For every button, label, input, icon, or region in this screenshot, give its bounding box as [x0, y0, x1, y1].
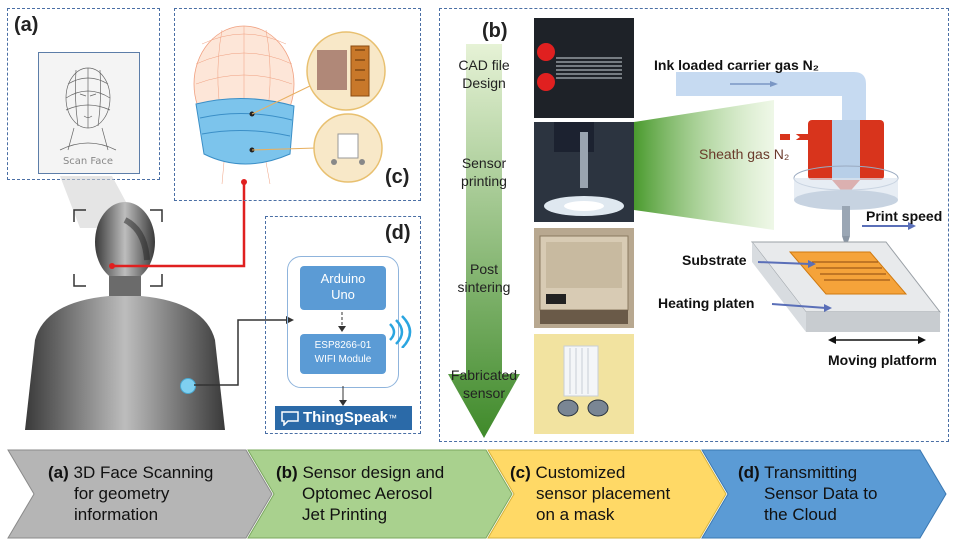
arduino-uno-box: Arduino Uno: [300, 266, 386, 310]
arduino-line1: Arduino: [320, 271, 366, 286]
workflow-step-a: (a) 3D Face Scanning for geometry inform…: [48, 462, 248, 525]
workflow-b-line3: Jet Printing: [302, 505, 388, 524]
head-with-mask-illustration: [193, 25, 317, 185]
panel-c-frame: [174, 8, 421, 201]
panel-d-frame: [265, 216, 421, 434]
workflow-b-line1: Sensor design and: [302, 463, 445, 482]
heating-platen-label: Heating platen: [658, 295, 755, 311]
step3-line1: Post: [469, 261, 498, 277]
step-fabricated-sensor: Fabricated sensor: [445, 366, 523, 402]
panel-b-frame: [439, 8, 949, 442]
workflow-a-line2: for geometry: [74, 484, 170, 503]
printer-zoom-beam: [634, 100, 774, 230]
scan-bracket-frame: [73, 209, 163, 287]
workflow-a-line1: 3D Face Scanning: [73, 463, 214, 482]
panel-d-label: (d): [385, 222, 411, 244]
print-speed-label: Print speed: [866, 208, 943, 224]
workflow-b-line2: Optomec Aerosol: [302, 484, 433, 503]
chevron-c: [487, 449, 727, 539]
workflow-step-c: (c) Customized sensor placement on a mas…: [510, 462, 700, 525]
chevron-b: [247, 449, 513, 539]
chat-bubble-icon: [281, 411, 299, 426]
sintering-oven-photo: [534, 228, 634, 328]
substrate-label: Substrate: [682, 252, 747, 268]
step1-line2: Design: [462, 75, 506, 91]
workflow-d-tag: (d): [738, 463, 760, 482]
sensor-patch-closeup: [313, 113, 383, 183]
workflow-d-line3: the Cloud: [764, 505, 837, 524]
workflow-c-tag: (c): [510, 463, 531, 482]
thingspeak-badge: ThingSpeak™: [275, 406, 412, 430]
cad-design-image: [534, 18, 634, 118]
step2-line1: Sensor: [461, 155, 507, 171]
ink-carrier-gas-label: Ink loaded carrier gas N₂: [654, 57, 819, 73]
workflow-chevrons: [7, 449, 947, 539]
aerosol-jet-schematic: [676, 72, 942, 344]
panel-c-label: (c): [385, 166, 410, 188]
wrist-sensor-dot: [180, 378, 196, 394]
workflow-a-tag: (a): [48, 463, 69, 482]
workflow-b-tag: (b): [276, 463, 298, 482]
human-body-figure: [25, 202, 225, 430]
wifi-signal-icon: [389, 315, 412, 348]
thingspeak-name: ThingSpeak: [303, 409, 389, 426]
scan-face-screen: [38, 52, 140, 174]
workflow-c-line3: on a mask: [536, 505, 615, 524]
printing-photo: [534, 122, 634, 222]
step-post-sintering: Post sintering: [445, 260, 523, 296]
esp-line1: ESP8266-01: [314, 340, 372, 351]
process-flow-arrow: [448, 44, 520, 438]
esp8266-module-box: ESP8266-01 WIFI Module: [300, 334, 386, 374]
step2-line2: printing: [461, 173, 507, 189]
arrow-down-to-cloud: [339, 386, 347, 406]
wireframe-face-icon: [59, 67, 117, 151]
workflow-step-b: (b) Sensor design and Optomec Aerosol Je…: [276, 462, 486, 525]
workflow-d-line2: Sensor Data to: [764, 484, 878, 503]
step1-line1: CAD file: [458, 57, 510, 73]
step3-line2: sintering: [457, 279, 511, 295]
scan-face-caption: Scan Face: [62, 156, 114, 167]
sensor-on-face-closeup: [306, 31, 386, 111]
step-sensor-printing: Sensor printing: [445, 154, 523, 190]
arduino-line2: Uno: [331, 287, 355, 302]
step4-line2: sensor: [462, 385, 506, 401]
thingspeak-tm: ™: [388, 413, 398, 423]
sheath-gas-label: Sheath gas N₂: [699, 146, 790, 162]
workflow-a-line3: information: [74, 505, 159, 524]
chevron-a: [7, 449, 273, 539]
panel-a-label: (a): [14, 14, 39, 36]
workflow-c-line2: sensor placement: [536, 484, 671, 503]
moving-platform-label: Moving platform: [828, 352, 937, 368]
fabricated-sensor-photo: [534, 334, 634, 434]
workflow-d-line1: Transmitting: [764, 463, 858, 482]
chevron-d: [701, 449, 947, 539]
workflow-c-line1: Customized: [535, 463, 626, 482]
esp-line2: WIFI Module: [314, 354, 372, 365]
step4-line1: Fabricated: [450, 367, 518, 383]
step-cad-design: CAD file Design: [445, 56, 523, 92]
dashed-arrow-down: [338, 312, 346, 332]
panel-b-label: (b): [482, 20, 508, 42]
workflow-step-d: (d) Transmitting Sensor Data to the Clou…: [738, 462, 928, 525]
